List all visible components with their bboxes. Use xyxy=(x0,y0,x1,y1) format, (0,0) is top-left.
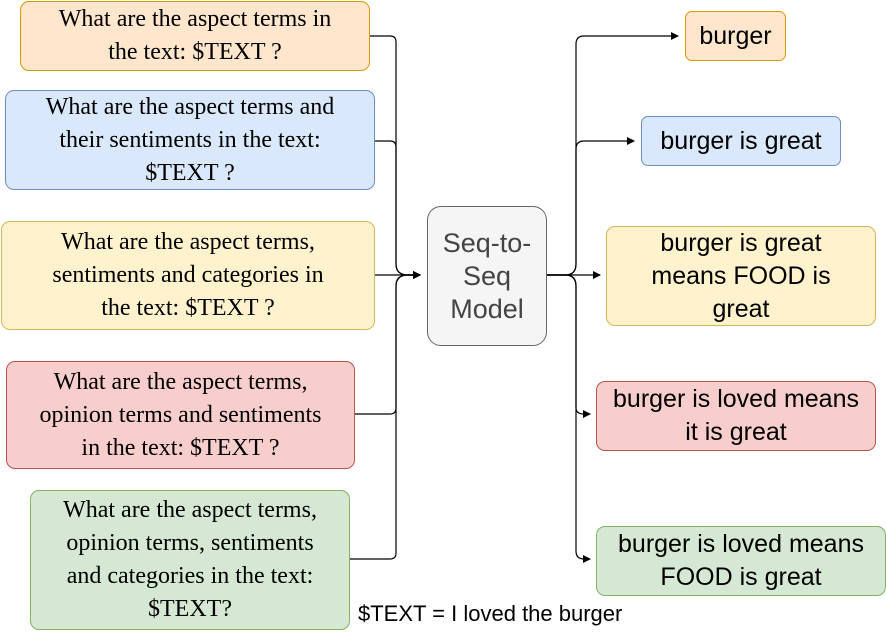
question-box-aspect-sentiment-category: What are the aspect terms, sentiments an… xyxy=(1,221,375,330)
input-line-1 xyxy=(370,35,421,279)
output-box-food-is-great: burger is great means FOOD is great xyxy=(606,226,876,326)
question-text: What are the aspect terms, opinion terms… xyxy=(39,368,322,461)
seq-to-seq-model-box: Seq-to- Seq Model xyxy=(427,206,547,346)
text-definition-note: $TEXT = I loved the burger xyxy=(358,601,623,626)
question-text: What are the aspect terms in the text: $… xyxy=(58,6,332,65)
output-line-4 xyxy=(547,274,591,418)
question-text: What are the aspect terms, sentiments an… xyxy=(52,229,324,321)
output-text: burger is loved means FOOD is great xyxy=(618,530,864,591)
output-text: burger is great means FOOD is great xyxy=(651,228,831,323)
output-box-burger-is-great: burger is great xyxy=(641,116,841,166)
question-box-aspect-opinion-sentiment: What are the aspect terms, opinion terms… xyxy=(6,361,355,469)
output-box-burger: burger xyxy=(685,11,786,61)
question-box-aspect-sentiment: What are the aspect terms and their sent… xyxy=(5,90,375,190)
output-text: burger xyxy=(699,21,772,50)
input-line-5 xyxy=(350,271,421,560)
model-label: Seq-to- Seq Model xyxy=(442,227,532,324)
question-box-aspect-opinion-sentiment-category: What are the aspect terms, opinion terms… xyxy=(30,490,350,630)
question-box-aspect: What are the aspect terms in the text: $… xyxy=(20,1,370,71)
question-text: What are the aspect terms and their sent… xyxy=(45,93,335,186)
output-line-2 xyxy=(547,137,635,276)
output-text: burger is loved means it is great xyxy=(613,385,859,446)
output-text: burger is great xyxy=(660,126,822,155)
output-box-loved-food-is-great: burger is loved means FOOD is great xyxy=(596,526,886,596)
input-line-2 xyxy=(375,140,421,279)
output-box-loved-it-is-great: burger is loved means it is great xyxy=(596,381,876,451)
output-line-5 xyxy=(547,274,591,563)
question-text: What are the aspect terms, opinion terms… xyxy=(63,497,317,622)
